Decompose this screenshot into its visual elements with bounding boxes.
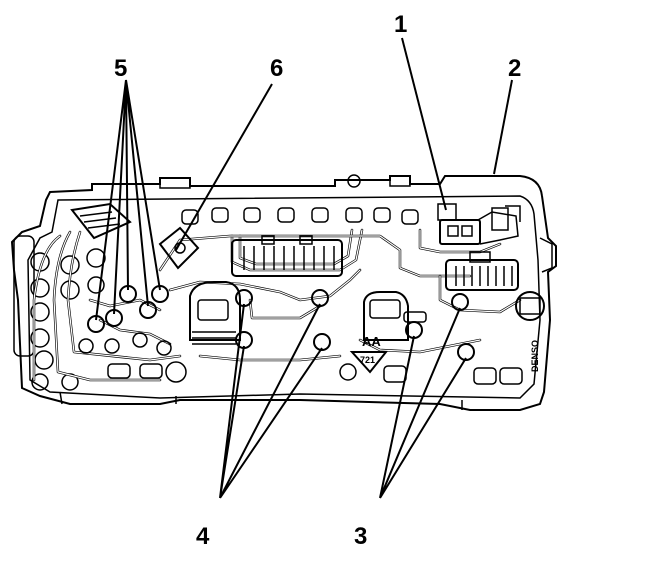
marking-brand: DENSO [530, 340, 540, 372]
circuit-board-outline [10, 174, 557, 411]
left-ribbon-connector [70, 202, 132, 240]
callout-3: 3 [354, 523, 367, 550]
callout-4: 4 [196, 523, 210, 550]
callout-5: 5 [114, 55, 127, 82]
gauge-openings [189, 281, 545, 345]
marking-aa: AA [362, 334, 381, 349]
callout-6: 6 [270, 55, 283, 82]
marking-code: 721 [360, 355, 375, 365]
circuit-traces [32, 228, 522, 382]
bulb-sockets-3 [339, 293, 523, 385]
top-row-contacts [181, 203, 509, 231]
callout-1: 1 [394, 11, 407, 38]
callout-labels: 1 2 5 6 4 3 [114, 11, 521, 550]
board-markings: AA 721 DENSO [349, 334, 540, 374]
callout-2: 2 [508, 55, 521, 82]
component-1-connector [439, 211, 519, 245]
right-ribbon-connector [445, 251, 519, 291]
center-ribbon-connector [231, 235, 343, 277]
leader-lines [95, 37, 513, 499]
